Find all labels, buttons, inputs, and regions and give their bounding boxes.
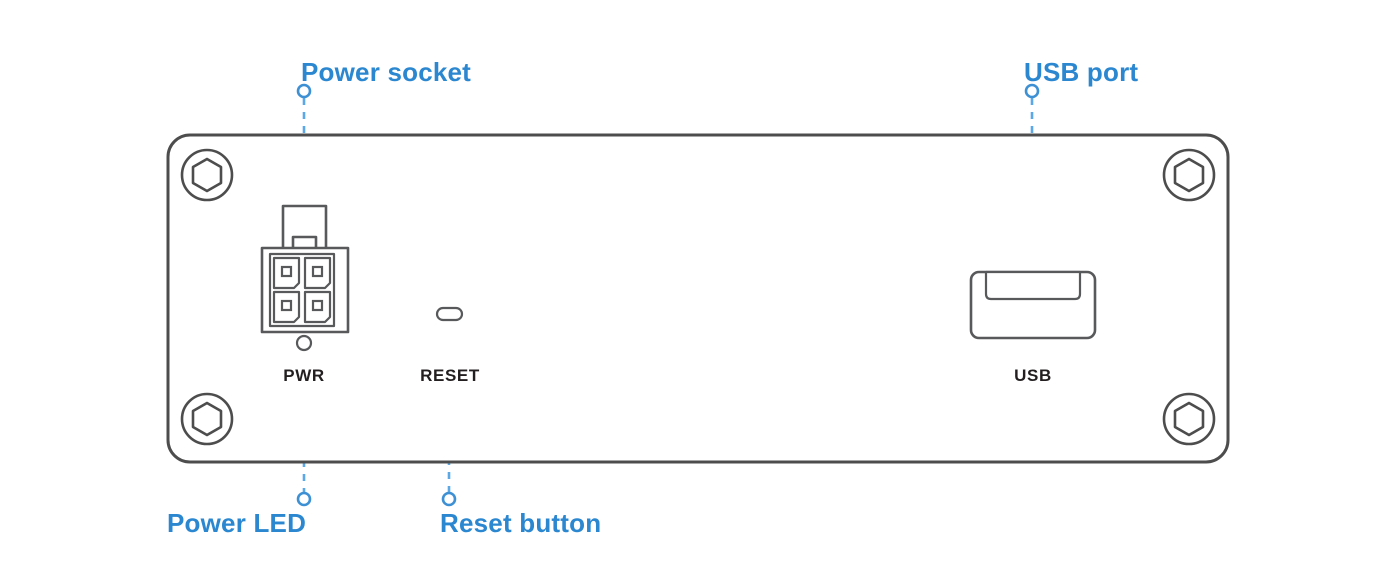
callout-label-power-socket: Power socket — [301, 57, 471, 87]
screw-top-right — [1162, 148, 1216, 202]
power-socket-pin-1 — [280, 265, 293, 278]
callout-marker-icon — [441, 491, 457, 507]
screw-hex-icon — [1173, 401, 1205, 437]
screw-hex-icon — [191, 157, 223, 193]
power-socket-pin-3 — [280, 299, 293, 312]
power-socket-connector[interactable] — [260, 204, 350, 334]
screw-top-left — [180, 148, 234, 202]
callout-usb-port: USB port — [1024, 57, 1138, 99]
callout-power-led: Power LED — [167, 491, 312, 538]
screw-hex-icon — [1173, 157, 1205, 193]
callout-marker-icon — [1024, 83, 1040, 99]
callout-label-reset-button: Reset button — [440, 508, 601, 538]
power-socket-pin-2 — [311, 265, 324, 278]
callout-label-power-led: Power LED — [167, 508, 306, 538]
panel-label-pwr: PWR — [283, 366, 324, 385]
callout-reset-button: Reset button — [440, 491, 601, 538]
power-led-indicator — [295, 334, 313, 352]
reset-button-control[interactable] — [435, 306, 464, 322]
callout-power-socket: Power socket — [296, 57, 471, 99]
usb-port-tongue — [984, 270, 1082, 301]
callout-marker-icon — [296, 491, 312, 507]
panel-outline — [166, 133, 1230, 464]
power-led-icon — [295, 334, 313, 352]
power-socket-pin-4 — [311, 299, 324, 312]
screw-hex-icon — [191, 401, 223, 437]
usb-port-connector[interactable] — [969, 270, 1097, 340]
callout-label-usb-port: USB port — [1024, 57, 1138, 87]
screw-bottom-right — [1162, 392, 1216, 446]
reset-button-icon — [435, 306, 464, 322]
device-panel: PWR RESET USB — [166, 133, 1230, 464]
callout-marker-icon — [296, 83, 312, 99]
panel-label-usb: USB — [1014, 366, 1052, 385]
screw-bottom-left — [180, 392, 234, 446]
panel-label-reset: RESET — [420, 366, 480, 385]
